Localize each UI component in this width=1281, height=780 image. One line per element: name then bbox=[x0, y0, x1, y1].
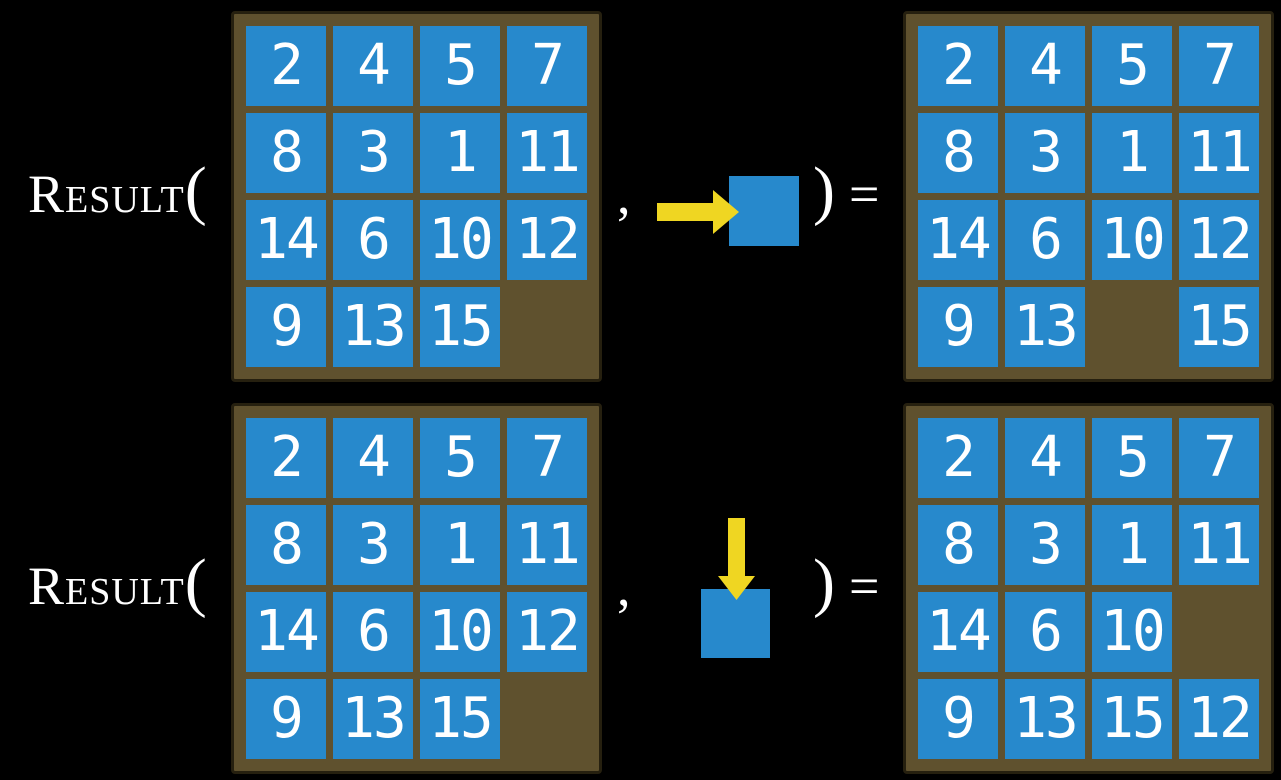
puzzle-tile: 4 bbox=[1005, 26, 1085, 106]
open-paren: ( bbox=[184, 546, 207, 619]
comma-separator: , bbox=[617, 165, 631, 225]
puzzle-tile: 15 bbox=[1179, 287, 1259, 367]
puzzle-tile: 9 bbox=[918, 287, 998, 367]
puzzle-tile: 8 bbox=[918, 113, 998, 193]
puzzle-tile: 5 bbox=[1092, 26, 1172, 106]
function-name: Result bbox=[28, 556, 185, 616]
equals-sign: = bbox=[848, 556, 880, 616]
puzzle-tile: 2 bbox=[918, 26, 998, 106]
puzzle-tile: 9 bbox=[918, 679, 998, 759]
puzzle-tile: 12 bbox=[1179, 679, 1259, 759]
result-function-label: Result( bbox=[28, 153, 207, 229]
puzzle-tile: 14 bbox=[918, 592, 998, 672]
close-paren: ) bbox=[813, 546, 835, 619]
puzzle-tile: 9 bbox=[246, 287, 326, 367]
puzzle-tile: 4 bbox=[1005, 418, 1085, 498]
puzzle-tile: 3 bbox=[1005, 505, 1085, 585]
puzzle-tile: 5 bbox=[420, 418, 500, 498]
puzzle-tile: 13 bbox=[1005, 287, 1085, 367]
puzzle-tile: 7 bbox=[507, 418, 587, 498]
function-name: Result bbox=[28, 164, 185, 224]
action-tile-square bbox=[701, 589, 770, 658]
equals-sign: = bbox=[848, 164, 880, 224]
puzzle-tile: 10 bbox=[420, 592, 500, 672]
puzzle-tile: 1 bbox=[1092, 113, 1172, 193]
puzzle-tile: 3 bbox=[1005, 113, 1085, 193]
puzzle-tile: 6 bbox=[333, 200, 413, 280]
puzzle-tile: 4 bbox=[333, 418, 413, 498]
close-paren-equals: )= bbox=[813, 545, 879, 621]
puzzle-tile: 11 bbox=[507, 505, 587, 585]
empty-cell bbox=[507, 287, 587, 367]
puzzle-tile: 6 bbox=[1005, 200, 1085, 280]
puzzle-tile: 2 bbox=[246, 418, 326, 498]
puzzle-tile: 5 bbox=[420, 26, 500, 106]
puzzle-tile: 12 bbox=[1179, 200, 1259, 280]
puzzle-tile: 6 bbox=[333, 592, 413, 672]
puzzle-tile: 1 bbox=[420, 505, 500, 585]
puzzle-tile: 15 bbox=[420, 287, 500, 367]
puzzle-tile: 7 bbox=[507, 26, 587, 106]
arrow-down-icon bbox=[718, 518, 755, 600]
puzzle-tile: 12 bbox=[507, 592, 587, 672]
puzzle-tile: 3 bbox=[333, 505, 413, 585]
puzzle-tile: 10 bbox=[1092, 592, 1172, 672]
puzzle-tile: 12 bbox=[507, 200, 587, 280]
comma-separator: , bbox=[617, 557, 631, 617]
open-paren: ( bbox=[184, 154, 207, 227]
puzzle-tile: 4 bbox=[333, 26, 413, 106]
puzzle-tile: 6 bbox=[1005, 592, 1085, 672]
puzzle-tile: 15 bbox=[1092, 679, 1172, 759]
puzzle-tile: 8 bbox=[246, 505, 326, 585]
puzzle-tile: 10 bbox=[1092, 200, 1172, 280]
puzzle-tile: 13 bbox=[1005, 679, 1085, 759]
puzzle-tile: 13 bbox=[333, 679, 413, 759]
arrow-right-icon bbox=[657, 190, 739, 234]
puzzle-tile: 11 bbox=[1179, 505, 1259, 585]
puzzle-tile: 8 bbox=[918, 505, 998, 585]
close-paren-equals: )= bbox=[813, 153, 879, 229]
puzzle-tile: 2 bbox=[246, 26, 326, 106]
result-function-label: Result( bbox=[28, 545, 207, 621]
action-tile-square bbox=[729, 176, 799, 246]
empty-cell bbox=[1179, 592, 1259, 672]
empty-cell bbox=[1092, 287, 1172, 367]
close-paren: ) bbox=[813, 154, 835, 227]
puzzle-tile: 14 bbox=[918, 200, 998, 280]
puzzle-tile: 3 bbox=[333, 113, 413, 193]
puzzle-tile: 9 bbox=[246, 679, 326, 759]
puzzle-tile: 2 bbox=[918, 418, 998, 498]
puzzle-tile: 13 bbox=[333, 287, 413, 367]
puzzle-tile: 14 bbox=[246, 200, 326, 280]
puzzle-tile: 1 bbox=[420, 113, 500, 193]
puzzle-tile: 5 bbox=[1092, 418, 1172, 498]
puzzle-tile: 7 bbox=[1179, 418, 1259, 498]
puzzle-tile: 10 bbox=[420, 200, 500, 280]
puzzle-tile: 11 bbox=[507, 113, 587, 193]
puzzle-tile: 8 bbox=[246, 113, 326, 193]
puzzle-tile: 14 bbox=[246, 592, 326, 672]
empty-cell bbox=[507, 679, 587, 759]
puzzle-tile: 1 bbox=[1092, 505, 1172, 585]
puzzle-tile: 11 bbox=[1179, 113, 1259, 193]
puzzle-tile: 15 bbox=[420, 679, 500, 759]
puzzle-tile: 7 bbox=[1179, 26, 1259, 106]
